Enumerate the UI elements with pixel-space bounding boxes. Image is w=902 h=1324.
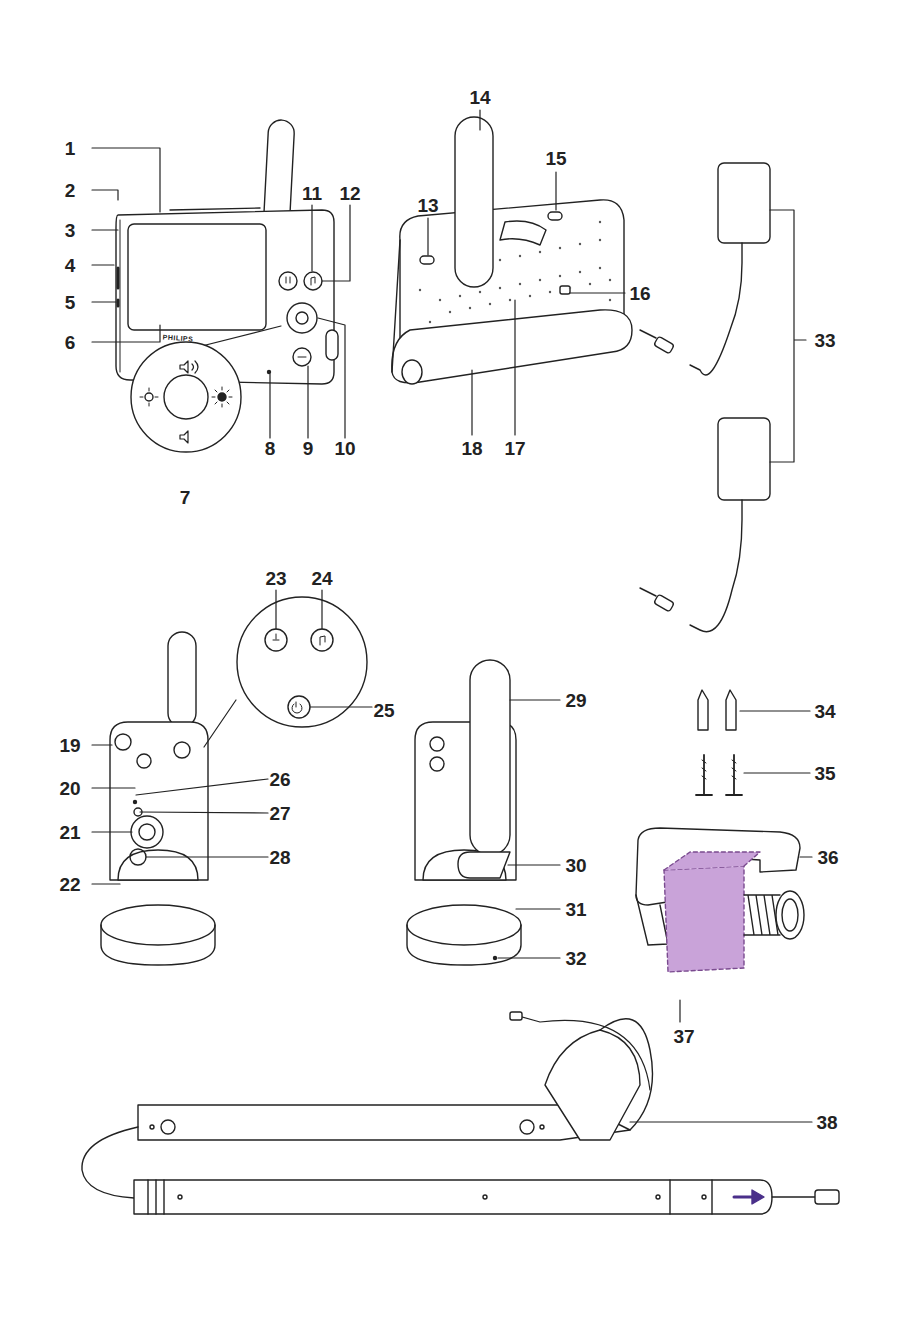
power-adapters (640, 163, 806, 632)
callout-number: 10 (334, 439, 355, 458)
callout-number: 34 (814, 702, 835, 721)
callout-number: 13 (417, 196, 438, 215)
callout-number: 8 (265, 439, 276, 458)
callout-number: 16 (629, 284, 650, 303)
parent-unit-front (116, 119, 338, 384)
callout-number: 29 (565, 691, 586, 710)
callout-number: 17 (504, 439, 525, 458)
leader-lines (92, 110, 625, 438)
callout-number: 36 (817, 848, 838, 867)
callout-number: 22 (59, 875, 80, 894)
callout-number: 2 (65, 181, 76, 200)
mounting-rods (82, 1012, 839, 1214)
callout-number: 35 (814, 764, 835, 783)
callout-number: 18 (461, 439, 482, 458)
callout-number: 37 (673, 1027, 694, 1046)
callout-number: 7 (180, 488, 191, 507)
callout-number: 5 (65, 293, 76, 312)
callout-number: 9 (303, 439, 314, 458)
callout-number: 4 (65, 256, 76, 275)
callout-number: 20 (59, 779, 80, 798)
camera-back (407, 660, 560, 965)
wall-plugs-screws (696, 690, 810, 795)
clamp (636, 828, 812, 1022)
callout-number: 6 (65, 333, 76, 352)
callout-number: 14 (469, 88, 490, 107)
callout-number: 32 (565, 949, 586, 968)
callout-number: 30 (565, 856, 586, 875)
dial-zoom (131, 326, 281, 452)
callout-number: 31 (565, 900, 586, 919)
callout-number: 12 (339, 184, 360, 203)
callout-number: 26 (269, 770, 290, 789)
callout-number: 25 (373, 701, 394, 720)
callout-number: 1 (65, 139, 76, 158)
callout-number: 19 (59, 736, 80, 755)
callout-number: 28 (269, 848, 290, 867)
camera-button-zoom (237, 590, 372, 727)
callout-number: 33 (814, 331, 835, 350)
callout-number: 3 (65, 221, 76, 240)
callout-number: 23 (265, 569, 286, 588)
callout-number: 21 (59, 823, 80, 842)
callout-number: 15 (545, 149, 566, 168)
callout-number: 38 (816, 1113, 837, 1132)
callout-number: 27 (269, 804, 290, 823)
callout-number: 24 (311, 569, 332, 588)
callout-number: 11 (302, 184, 322, 203)
